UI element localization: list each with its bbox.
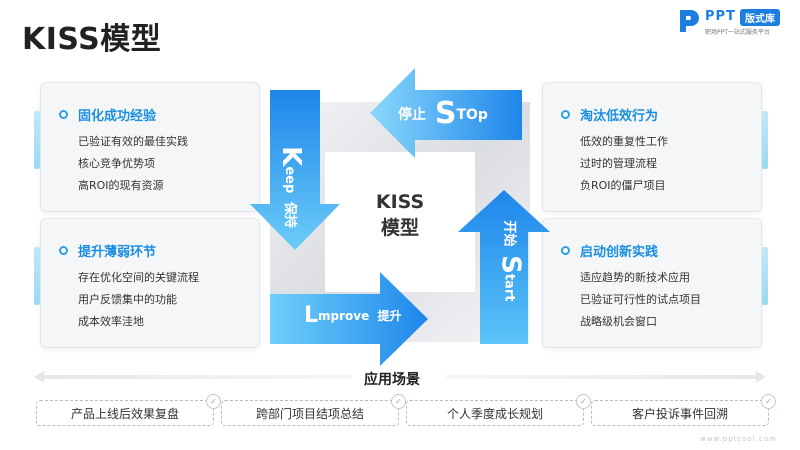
- kiss-cycle-diagram: [250, 68, 550, 366]
- improve-label-rest: mprove: [318, 309, 370, 323]
- card-keep: 固化成功经验 已验证有效的最佳实践 核心竞争优势项 高ROI的现有资源: [34, 82, 260, 212]
- center-line2: 模型: [380, 217, 419, 239]
- card-item: 已验证有效的最佳实践: [78, 135, 188, 148]
- improve-label-cn: 提升: [377, 309, 402, 323]
- card-accent-bar: [762, 111, 768, 169]
- card-heading: 淘汰低效行为: [580, 109, 659, 124]
- logo-brand-text: PPT: [705, 9, 736, 24]
- card-improve: 提升薄弱环节 存在优化空间的关键流程 用户反馈集中的功能 成本效率洼地: [34, 218, 260, 348]
- logo-badge: 版式库: [740, 9, 780, 26]
- card-accent-bar: [762, 247, 768, 305]
- keep-arrow-label: Keep 保持: [276, 146, 306, 228]
- card-item: 用户反馈集中的功能: [78, 293, 177, 306]
- brand-logo: PPT 版式库 职场PPT一站式服务平台: [678, 8, 790, 36]
- card-item: 负ROI的僵尸项目: [580, 179, 666, 192]
- scenario-tag-label: 客户投诉事件回溯: [631, 406, 728, 421]
- start-arrow-label: 开始 Start: [495, 221, 525, 302]
- check-icon: ✓: [206, 394, 221, 409]
- logo-tagline: 职场PPT一站式服务平台: [705, 29, 770, 36]
- card-start: 启动创新实践 适应趋势的新技术应用 已验证可行性的试点项目 战略级机会窗口: [542, 218, 768, 348]
- keep-label-initial: K: [275, 146, 306, 167]
- check-icon: ✓: [391, 394, 406, 409]
- stop-label-initial: S: [434, 96, 457, 131]
- check-icon: ✓: [761, 394, 776, 409]
- start-label-initial: S: [495, 255, 526, 274]
- scenario-line-right: [446, 371, 766, 383]
- footer-watermark: www.pptcool.com: [700, 435, 777, 443]
- check-icon: ✓: [576, 394, 591, 409]
- scenario-tag-label: 产品上线后效果复盘: [70, 406, 179, 421]
- scenario-tag-label: 跨部门项目结项总结: [255, 406, 364, 421]
- center-label: KISS 模型: [360, 189, 440, 241]
- keep-label-cn: 保持: [281, 201, 297, 228]
- card-item: 存在优化空间的关键流程: [78, 271, 199, 284]
- card-item: 高ROI的现有资源: [78, 179, 164, 192]
- circle-bullet-icon: [59, 110, 68, 119]
- circle-bullet-icon: [59, 246, 68, 255]
- scenario-tag: 个人季度成长规划 ✓: [406, 394, 591, 426]
- scenario-tag: 跨部门项目结项总结 ✓: [221, 394, 406, 426]
- start-arrow: [458, 190, 550, 344]
- stop-label-cn: 停止: [398, 107, 426, 123]
- start-label-cn: 开始: [501, 220, 517, 247]
- card-item: 战略级机会窗口: [580, 315, 657, 328]
- center-line1: KISS: [375, 191, 425, 213]
- card-item: 核心竞争优势项: [78, 157, 155, 170]
- scenario-tag: 客户投诉事件回溯 ✓: [591, 394, 776, 426]
- stop-arrow: [370, 68, 522, 158]
- circle-bullet-icon: [561, 110, 570, 119]
- card-item: 过时的管理流程: [580, 157, 657, 170]
- card-item: 成本效率洼地: [78, 315, 144, 328]
- circle-bullet-icon: [561, 246, 570, 255]
- logo-p-icon: [680, 10, 699, 32]
- page-title: KISS模型: [22, 22, 162, 57]
- card-accent-bar: [34, 111, 40, 169]
- card-heading: 提升薄弱环节: [78, 245, 157, 260]
- scenarios-label: 应用场景: [364, 372, 420, 388]
- scenario-line-left: [34, 371, 352, 383]
- card-accent-bar: [34, 247, 40, 305]
- card-heading: 固化成功经验: [78, 109, 157, 124]
- improve-arrow: [270, 272, 428, 366]
- card-stop: 淘汰低效行为 低效的重复性工作 过时的管理流程 负ROI的僵尸项目: [542, 82, 768, 212]
- card-heading: 启动创新实践: [580, 245, 659, 260]
- scenario-tag-label: 个人季度成长规划: [446, 406, 543, 421]
- keep-label-rest: eep: [281, 166, 297, 194]
- card-item: 适应趋势的新技术应用: [580, 271, 690, 284]
- start-label-rest: tart: [501, 273, 517, 302]
- improve-label-initial: L: [304, 303, 319, 328]
- card-item: 已验证可行性的试点项目: [580, 293, 701, 306]
- scenario-tag: 产品上线后效果复盘 ✓: [36, 394, 221, 426]
- stop-label-rest: TOp: [456, 107, 488, 123]
- keep-arrow: [250, 90, 340, 250]
- card-item: 低效的重复性工作: [580, 135, 668, 148]
- improve-arrow-label: Lmprove 提升: [304, 303, 401, 328]
- stop-arrow-label: 停止 STOp: [398, 96, 488, 131]
